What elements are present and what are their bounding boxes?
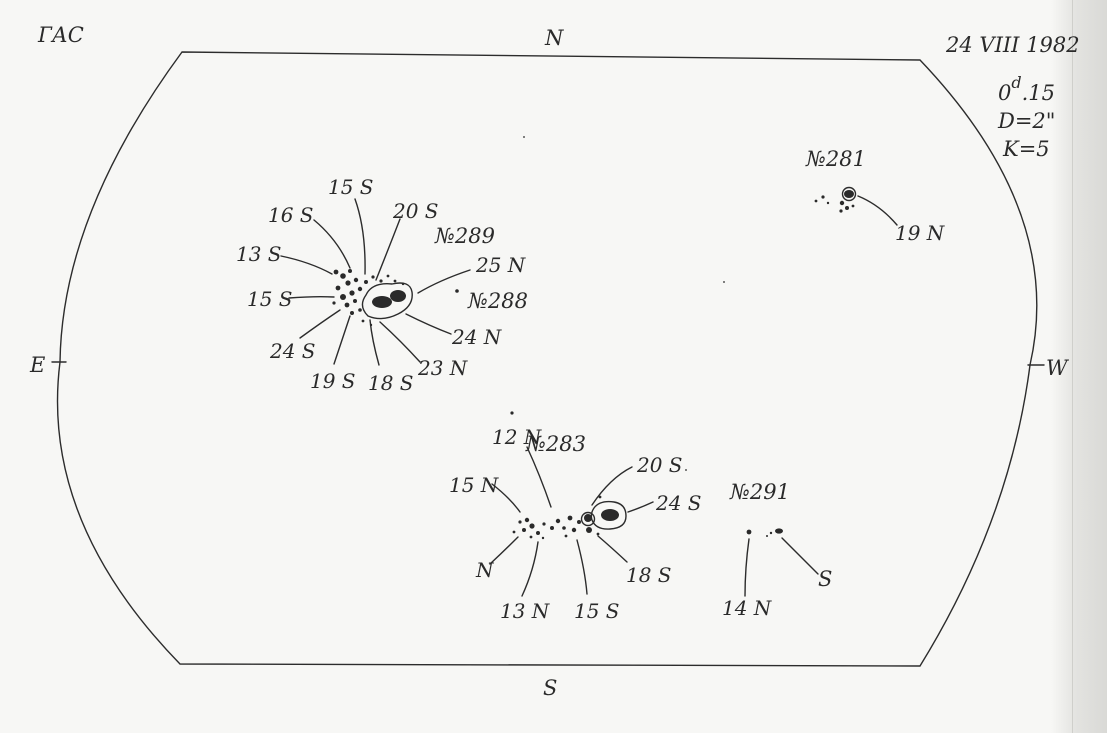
r283-label-15s: 15 S [574, 599, 620, 623]
r283-label-24s: 24 S [655, 491, 702, 515]
region-291: №291 14 N S [722, 480, 832, 620]
time-label: 0d.15 [998, 73, 1055, 105]
r289-label-15s-left: 15 S [247, 287, 293, 311]
r283-label-20s: 20 S [636, 453, 683, 477]
region-281: №281 19 N [805, 147, 946, 245]
r283-label-12n: 12 N [492, 425, 543, 449]
region-288-name: №288 [467, 289, 528, 313]
south-label: S [543, 676, 557, 700]
r283-label-15n: 15 N [449, 473, 500, 497]
diameter-label: D=2" [997, 109, 1055, 133]
r289-label-24s: 24 S [269, 339, 316, 363]
page-edge-shadow [1051, 0, 1107, 733]
r291-label-14n: 14 N [722, 596, 773, 620]
west-label: W [1046, 356, 1070, 380]
region-289: №289 15 S 16 S 20 S 13 S 15 S [236, 175, 503, 395]
r289-label-23n: 23 N [417, 356, 469, 380]
time-sup: d [1011, 73, 1021, 92]
region-283: №283 12 N 15 N 20 S 24 S N 13 N 15 S [449, 411, 702, 623]
r288-label-25n: 25 N [475, 253, 527, 277]
k-index-label: K=5 [1002, 137, 1050, 161]
r281-label-19n: 19 N [895, 221, 946, 245]
time-frac: .15 [1022, 81, 1055, 105]
r283-label-n: N [475, 558, 495, 582]
r289-label-13s: 13 S [236, 242, 282, 266]
north-label: N [544, 26, 564, 50]
solar-disk-outline [56, 51, 1038, 667]
r283-label-18s: 18 S [626, 563, 672, 587]
time-main: 0 [998, 81, 1011, 105]
region-283-name: №283 [525, 432, 586, 456]
r291-label-s: S [818, 567, 832, 591]
r283-label-13n: 13 N [500, 599, 551, 623]
r289-label-15s-top: 15 S [328, 175, 374, 199]
r289-label-20s: 20 S [392, 199, 439, 223]
page-fold-line [1072, 0, 1073, 733]
r289-label-19s: 19 S [310, 369, 356, 393]
region-289-name: №289 [434, 224, 495, 248]
region-281-name: №281 [805, 147, 866, 171]
r289-label-16s: 16 S [268, 203, 314, 227]
east-label: E [29, 353, 45, 377]
r289-label-18s: 18 S [368, 371, 414, 395]
observatory-label: ГАС [37, 23, 84, 47]
date-label: 24 VIII 1982 [945, 33, 1080, 57]
region-291-name: №291 [729, 480, 790, 504]
r289-label-24n: 24 N [451, 325, 503, 349]
region-288: №288 25 N [467, 253, 528, 313]
